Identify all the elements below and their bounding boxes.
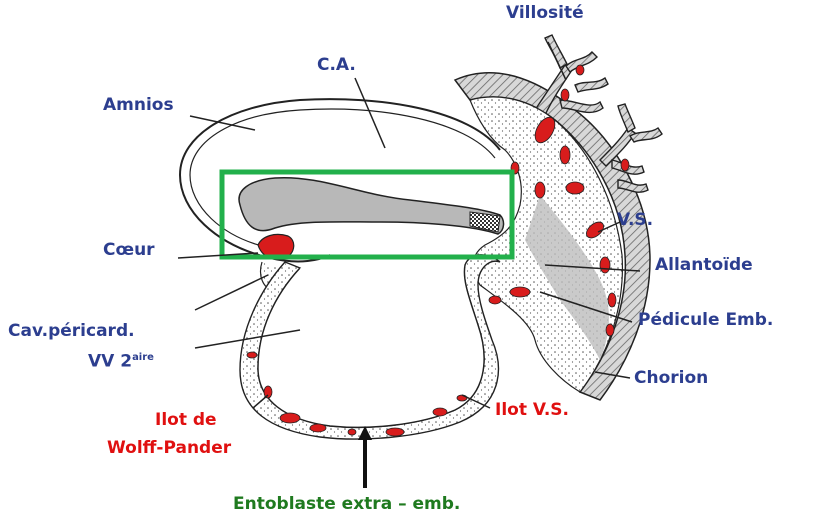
label-entoblaste: Entoblaste extra – emb. xyxy=(233,494,461,514)
label-ilot-de: Ilot de xyxy=(155,410,217,430)
pedicule-gray xyxy=(525,195,609,360)
label-vv-main: VV 2 xyxy=(88,351,133,372)
blood-islands xyxy=(246,64,630,437)
embryo-body xyxy=(238,176,505,235)
label-wolff-pander: Wolff-Pander xyxy=(107,438,232,458)
label-pedicule: Pédicule Emb. xyxy=(638,310,774,330)
label-coeur: Cœur xyxy=(103,240,155,260)
entoblaste-arrow xyxy=(358,426,372,488)
label-vv-sup: aire xyxy=(132,352,154,363)
label-cav-pericard: Cav.péricard. xyxy=(8,321,135,341)
label-allantoide: Allantoïde xyxy=(655,255,753,275)
label-ca: C.A. xyxy=(317,55,356,75)
leader-lines xyxy=(177,41,641,409)
label-ilot-vs: Ilot V.S. xyxy=(495,400,570,420)
label-vs: V.S. xyxy=(617,210,654,230)
label-chorion: Chorion xyxy=(634,368,709,388)
label-vv-2aire: VV 2aire xyxy=(88,353,154,371)
highlight-box xyxy=(219,169,515,260)
label-amnios: Amnios xyxy=(103,95,174,115)
label-villosite: Villosité xyxy=(506,3,584,23)
yolk-sac-inner xyxy=(257,264,485,428)
